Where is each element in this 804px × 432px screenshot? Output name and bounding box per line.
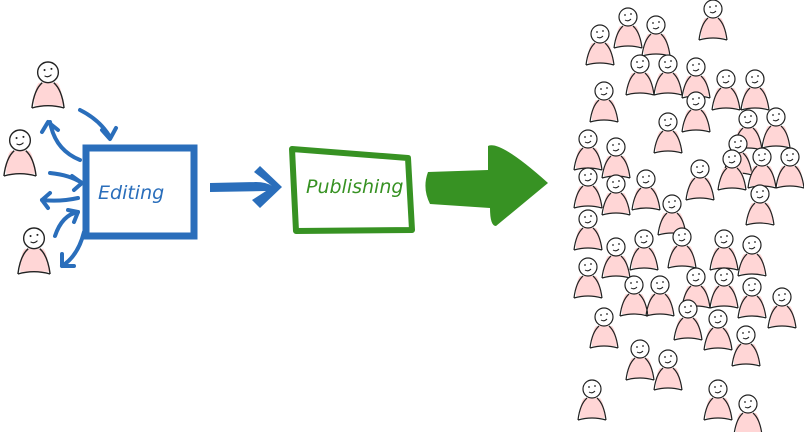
person-icon [775, 147, 804, 189]
arrow-head [66, 208, 80, 224]
big-green-arrow [425, 145, 548, 226]
editing-label: Editing [98, 182, 164, 204]
arrow-head [70, 174, 84, 192]
arrow-head [40, 191, 52, 210]
person-icon [733, 394, 763, 432]
person-icon [641, 15, 671, 57]
person-icon [717, 149, 747, 191]
person-icon [573, 209, 603, 251]
person-icon [625, 339, 655, 381]
person-icon [31, 61, 65, 109]
person-icon [589, 307, 619, 349]
arrow-to-editor [60, 230, 86, 268]
person-icon [737, 277, 767, 319]
person-icon [698, 0, 728, 41]
person-icon [629, 229, 659, 271]
person-icon [703, 379, 733, 421]
person-icon [731, 325, 761, 367]
person-icon [619, 275, 649, 317]
arrow-head [100, 126, 118, 141]
person-icon [709, 267, 739, 309]
person-icon [740, 69, 770, 111]
person-icon [573, 129, 603, 171]
person-icon [613, 7, 643, 49]
person-icon [645, 275, 675, 317]
person-icon [631, 169, 661, 211]
person-icon [737, 235, 767, 277]
person-icon [747, 147, 777, 189]
person-icon [703, 309, 733, 351]
person-icon [653, 54, 683, 96]
person-icon [17, 227, 51, 275]
arrow-to-editor [40, 196, 80, 203]
person-icon [601, 174, 631, 216]
arrow-head [60, 252, 76, 268]
person-icon [761, 107, 791, 149]
people-group [3, 0, 804, 432]
person-icon [601, 237, 631, 279]
person-icon [573, 167, 603, 209]
editor-feedback-arrows [40, 108, 118, 268]
person-icon [585, 24, 615, 66]
person-icon [711, 69, 741, 111]
person-icon [653, 349, 683, 391]
person-icon [685, 159, 715, 201]
person-icon [709, 229, 739, 271]
person-icon [681, 57, 711, 99]
arrow-head [40, 120, 60, 134]
person-icon [681, 91, 711, 133]
publishing-box [289, 146, 415, 234]
publishing-label: Publishing [306, 176, 403, 198]
person-icon [573, 257, 603, 299]
person-icon [673, 299, 703, 341]
editing-box [82, 144, 198, 240]
person-icon [3, 129, 37, 177]
person-icon [589, 81, 619, 123]
person-icon [625, 54, 655, 96]
person-icon [601, 137, 631, 179]
person-icon [667, 227, 697, 269]
person-icon [653, 112, 683, 154]
person-icon [745, 184, 775, 226]
person-icon [767, 287, 797, 329]
blue-arrow-to-publishing [210, 166, 282, 208]
person-icon [577, 379, 607, 421]
